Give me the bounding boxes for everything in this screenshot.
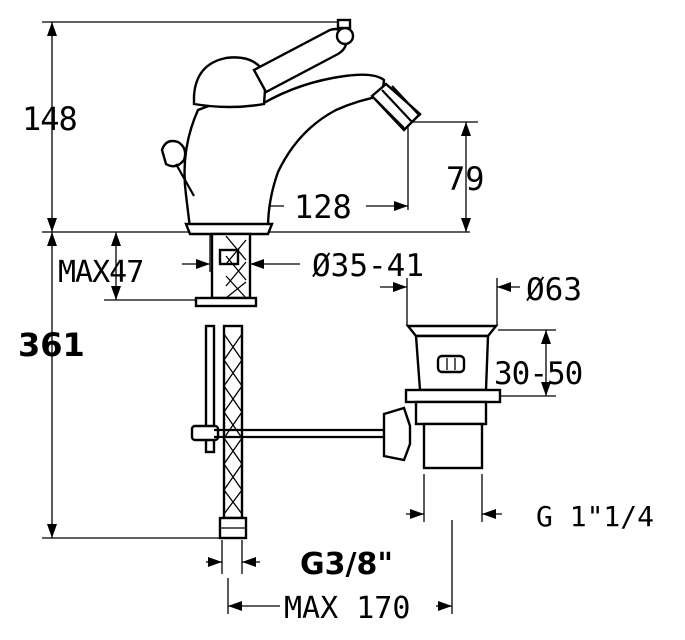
dim-128-label: 128 bbox=[294, 188, 352, 226]
dim-waste-adjust-label: 30-50 bbox=[494, 356, 582, 392]
dim-max47-label: MAX47 bbox=[58, 255, 143, 290]
dimension-labels: 148 79 128 MAX47 Ø35-41 Ø63 30-50 361 G … bbox=[18, 100, 654, 626]
pop-up-waste bbox=[214, 324, 502, 470]
dim-inlet-thread-label: G3/8" bbox=[300, 547, 393, 582]
shank-and-hose bbox=[190, 232, 258, 540]
dim-waste-thread-label: G 1"1/4 bbox=[536, 500, 654, 533]
dim-hole-diameter-label: Ø35-41 bbox=[312, 248, 424, 284]
dim-79-label: 79 bbox=[446, 160, 485, 198]
mixer-body bbox=[160, 18, 422, 236]
dim-361-label: 361 bbox=[18, 326, 85, 364]
dim-148-label: 148 bbox=[22, 100, 77, 138]
dim-max170-label: MAX 170 bbox=[284, 591, 410, 626]
dim-waste-diameter-label: Ø63 bbox=[526, 272, 582, 308]
